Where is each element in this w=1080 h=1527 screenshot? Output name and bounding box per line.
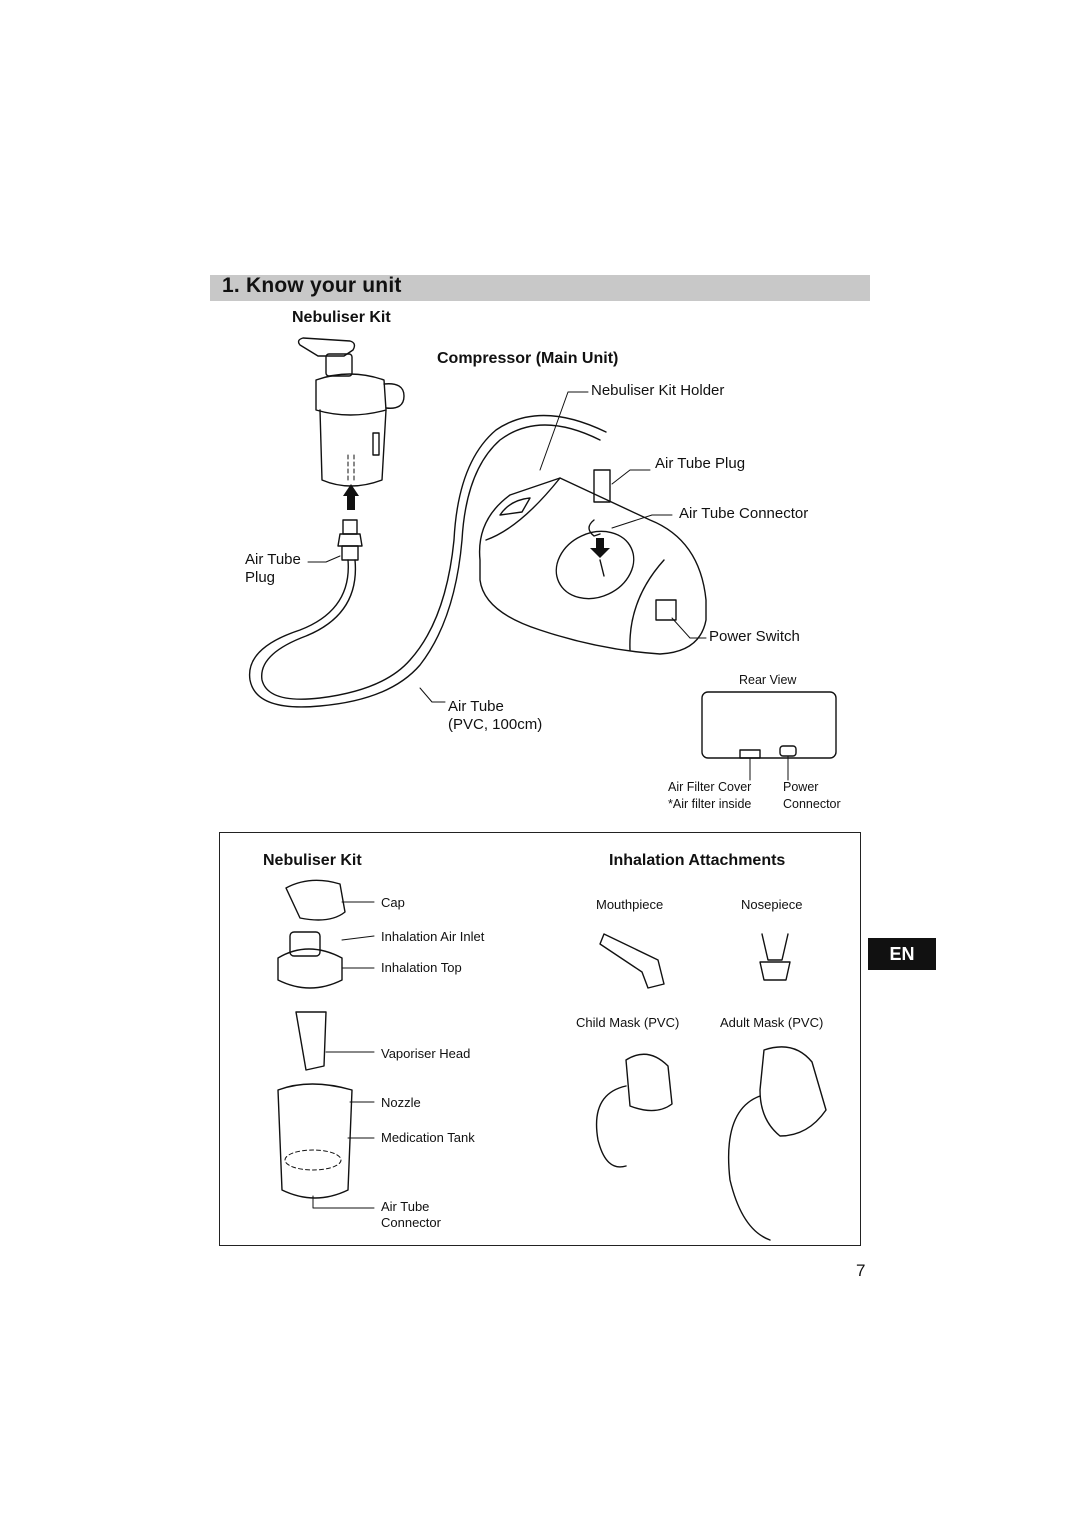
label-inhalation-top: Inhalation Top (381, 960, 462, 975)
parts-nebuliser-kit-heading: Nebuliser Kit (263, 852, 362, 869)
label-air-tube-plug-left-1: Air Tube (245, 551, 301, 568)
language-tab: EN (868, 938, 936, 970)
label-adult-mask: Adult Mask (PVC) (720, 1015, 824, 1030)
air-tube-plug-left-drawing (337, 519, 363, 561)
label-vaporiser-head: Vaporiser Head (381, 1046, 471, 1061)
label-air-tube-1: Air Tube (448, 698, 504, 715)
label-power-connector: Connector (783, 797, 841, 811)
label-power: Power (783, 780, 819, 794)
attachments-drawing (595, 933, 827, 1241)
section-title: 1. Know your unit (222, 274, 402, 297)
label-child-mask: Child Mask (PVC) (576, 1015, 680, 1030)
label-mouthpiece: Mouthpiece (596, 897, 664, 912)
label-air-filter-inside: *Air filter inside (668, 797, 752, 811)
label-air-tube-plug-left-2: Plug (245, 569, 276, 586)
label-air-tube-connector-1: Air Tube (381, 1199, 430, 1214)
label-air-tube-connector-2: Connector (381, 1215, 441, 1230)
label-nozzle: Nozzle (381, 1095, 421, 1110)
label-air-tube-2: (PVC, 100cm) (448, 716, 543, 733)
nebuliser-kit-heading: Nebuliser Kit (292, 309, 391, 326)
page-number: 7 (856, 1261, 866, 1280)
parts-inhalation-heading: Inhalation Attachments (609, 852, 786, 869)
label-nosepiece: Nosepiece (741, 897, 803, 912)
parts-box (219, 832, 861, 1246)
label-cap: Cap (381, 895, 405, 910)
nebuliser-kit-drawing (297, 337, 405, 487)
compressor-drawing (478, 477, 707, 655)
compressor-heading: Compressor (Main Unit) (437, 350, 619, 367)
label-nebuliser-kit-holder: Nebuliser Kit Holder (591, 382, 725, 399)
label-inhalation-air-inlet: Inhalation Air Inlet (381, 929, 485, 944)
label-air-filter-cover: Air Filter Cover (668, 780, 752, 794)
rear-view-drawing (701, 691, 837, 781)
label-air-tube-connector: Air Tube Connector (679, 505, 809, 522)
kit-exploded-drawing (277, 879, 375, 1209)
label-rear-view: Rear View (739, 673, 797, 687)
section-header-bar (210, 275, 870, 301)
label-air-tube-plug-right: Air Tube Plug (655, 455, 746, 472)
label-medication-tank: Medication Tank (381, 1130, 475, 1145)
label-power-switch: Power Switch (709, 628, 800, 645)
